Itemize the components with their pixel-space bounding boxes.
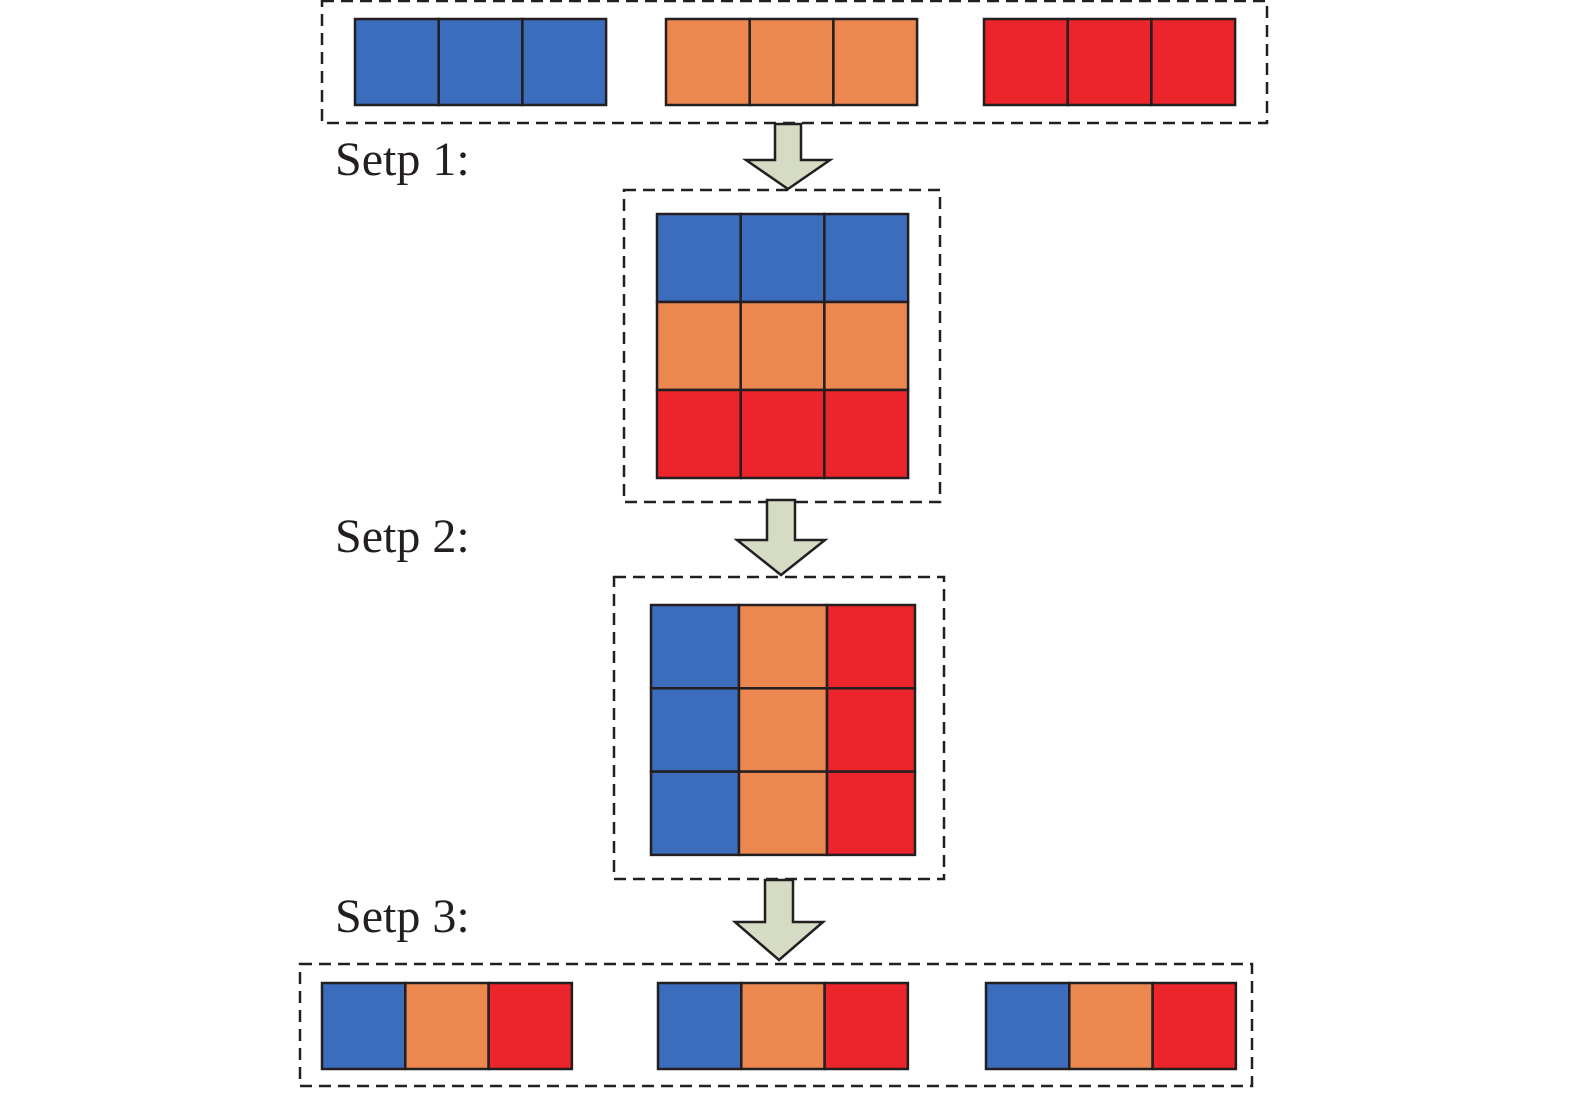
step-1-label: Setp 1:	[335, 133, 470, 186]
down-arrow-step3	[731, 878, 827, 962]
output-seq-1-cell-3	[487, 981, 574, 1071]
step2-cell-r1-c1	[649, 603, 741, 690]
step1-cell-r3-c1	[655, 388, 742, 480]
step-3-label: Setp 3:	[335, 890, 470, 943]
input-seq-1-cell-3	[521, 17, 608, 107]
step1-matrix	[655, 212, 910, 480]
step2-cell-r1-c2	[737, 603, 829, 690]
step-2-label: Setp 2:	[335, 510, 470, 563]
output-seq-1-cell-1	[320, 981, 407, 1071]
input-seq-3-cell-2	[1066, 17, 1153, 107]
input-seq-3-cell-3	[1150, 17, 1237, 107]
step2-cell-r2-c1	[649, 687, 741, 773]
output-seq-3-cell-1	[984, 981, 1071, 1071]
output-seq-2-cell-3	[823, 981, 910, 1071]
step1-cell-r3-c3	[823, 388, 910, 480]
step1-cell-r2-c1	[655, 300, 742, 392]
step2-cell-r2-c2	[737, 687, 829, 773]
input-seq-2-cell-3	[832, 17, 919, 107]
step2-cell-r1-c3	[825, 603, 917, 690]
input-seq-1-cell-2	[437, 17, 524, 107]
output-group-box	[298, 962, 1254, 1088]
step1-cell-r3-c2	[739, 388, 826, 480]
step2-matrix	[649, 603, 917, 857]
down-arrow-step2	[733, 498, 829, 577]
down-arrow-step1	[741, 122, 835, 191]
step1-cell-r1-c3	[823, 212, 910, 304]
output-seq-2-cell-2	[740, 981, 826, 1071]
step2-group-box	[612, 575, 946, 881]
input-seq-3-cell-1	[982, 17, 1069, 107]
input-sequences	[353, 17, 1237, 107]
input-seq-2-cell-1	[664, 17, 751, 107]
step1-cell-r2-c3	[823, 300, 910, 392]
step1-cell-r2-c2	[739, 300, 826, 392]
input-seq-2-cell-2	[748, 17, 835, 107]
step2-cell-r3-c2	[737, 770, 829, 857]
output-seq-1-cell-2	[404, 981, 490, 1071]
step2-cell-r2-c3	[825, 687, 917, 773]
step2-cell-r3-c3	[825, 770, 917, 857]
step1-cell-r1-c2	[739, 212, 826, 304]
output-seq-3-cell-3	[1151, 981, 1238, 1071]
input-seq-1-cell-1	[353, 17, 440, 107]
step2-cell-r3-c1	[649, 770, 741, 857]
output-sequences	[320, 981, 1238, 1071]
output-seq-3-cell-2	[1068, 981, 1154, 1071]
output-seq-2-cell-1	[656, 981, 743, 1071]
step1-cell-r1-c1	[655, 212, 742, 304]
